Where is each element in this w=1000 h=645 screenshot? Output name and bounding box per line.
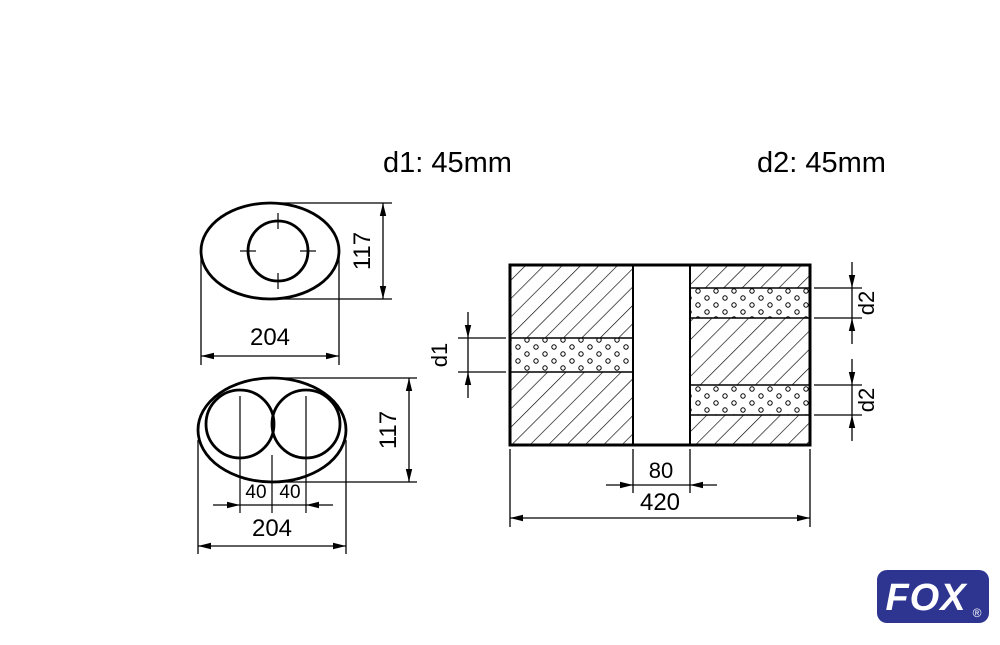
dim-spacing-right-label: 40: [279, 482, 300, 503]
dim-d2-bottom-label: d2: [854, 388, 879, 412]
fox-logo-background: [877, 570, 989, 623]
muffler-body-outline-single: [199, 201, 341, 301]
center-tick-marks-single: [240, 213, 316, 289]
dim-chamber-width: [606, 449, 717, 493]
dim-d2-top-label: d2: [854, 291, 879, 315]
dim-total-length-label: 420: [640, 489, 680, 516]
hatch-left-lower: [510, 372, 633, 445]
fox-logo: FOX ®: [877, 570, 989, 623]
dim-chamber-width-label: 80: [649, 458, 673, 483]
hatch-left-upper: [510, 265, 633, 338]
dim-height-dual: [281, 377, 417, 483]
pipe-wall-lines: [510, 287, 810, 416]
dim-width-dual: [197, 440, 347, 554]
dim-height-dual-label: 117: [375, 411, 402, 449]
perforated-pipe-d2-bottom: [690, 385, 810, 415]
muffler-body-section-outline: [508, 263, 812, 447]
d2-diameter-label: d2: 45mm: [757, 147, 886, 179]
dim-height-single-label: 117: [349, 232, 376, 270]
dim-d2-top: [814, 262, 862, 344]
center-lines-dual: [239, 396, 307, 513]
dim-width-single: [200, 257, 340, 365]
perforated-pipe-d1: [510, 338, 633, 372]
perforated-pipe-d2-top: [690, 288, 810, 318]
section-view: d1 d2 d2 80: [427, 262, 879, 527]
hatch-right-upper: [690, 265, 810, 288]
hatch-right-lower: [690, 415, 810, 445]
front-view-single-outlet: 117 204: [199, 201, 392, 365]
dim-height-single: [278, 202, 392, 300]
dim-total-length: [509, 449, 811, 527]
dim-spacing-left-label: 40: [245, 482, 266, 503]
fox-logo-text: FOX: [885, 577, 968, 619]
hatch-right-middle: [690, 318, 810, 385]
d1-diameter-label: d1: 45mm: [383, 147, 512, 179]
front-view-dual-outlet: 117 40 40 204: [196, 376, 417, 554]
dim-width-single-label: 204: [250, 324, 290, 351]
dim-d1-label: d1: [427, 343, 452, 367]
dim-d2-bottom: [814, 359, 862, 441]
dim-width-dual-label: 204: [252, 515, 292, 542]
dim-d1: [458, 312, 506, 398]
fox-logo-registered-mark: ®: [973, 606, 982, 620]
